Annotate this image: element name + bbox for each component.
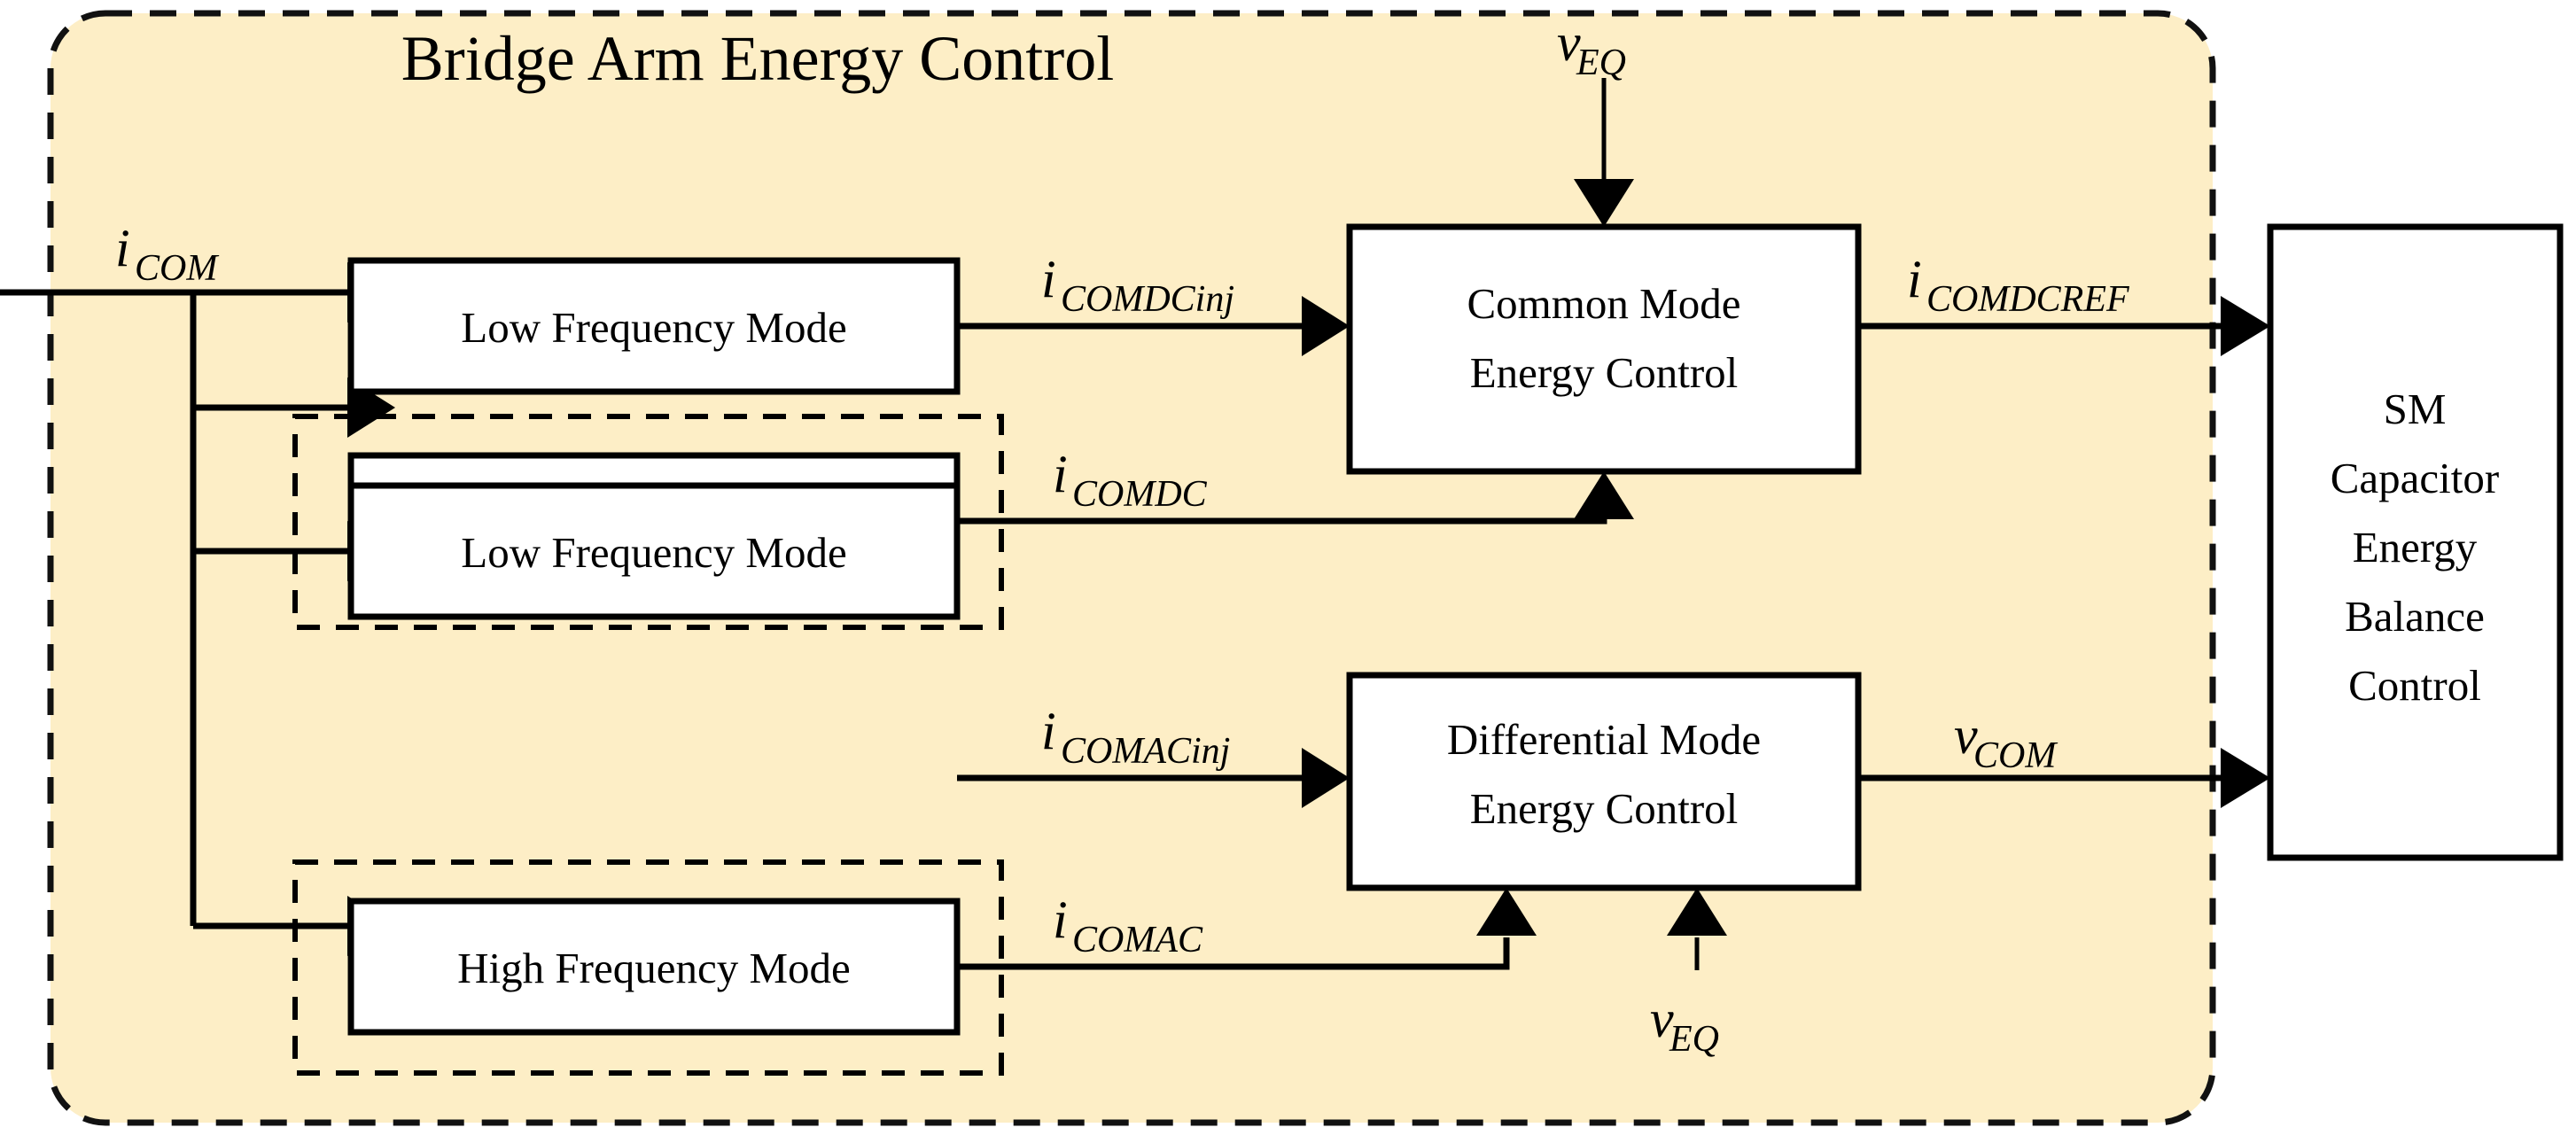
arrowhead-veq-into-common-mode: [1574, 179, 1634, 227]
signal-label-i-comacinj: i COMACinj: [1041, 702, 1230, 772]
signal-i-comdcref-sub: COMDCREF: [1926, 279, 2129, 320]
signal-label-v-eq-top: v EQ: [1557, 13, 1626, 83]
block-differential-mode-line2: Energy Control: [1470, 784, 1739, 833]
signal-i-comac-sub: COMAC: [1072, 920, 1203, 960]
wire-icomac: [957, 937, 1510, 970]
block-high-frequency-mode-bottom[interactable]: [347, 898, 961, 1036]
signal-i-comacinj-sub: COMACinj: [1061, 731, 1230, 772]
signal-i-comacinj-base: i: [1041, 702, 1056, 760]
signal-label-i-comac: i COMAC: [1053, 890, 1203, 960]
signal-label-i-com: i COM: [115, 219, 219, 289]
block-low-frequency-mode-top[interactable]: [347, 257, 961, 395]
signal-i-comdc-sub: COMDC: [1072, 474, 1208, 515]
signal-v-com-base: v: [1954, 706, 1978, 765]
signal-i-comdcinj-sub: COMDCinj: [1061, 279, 1234, 320]
signal-label-v-eq-bottom: v EQ: [1650, 990, 1719, 1060]
signal-label-i-comdc: i COMDC: [1053, 445, 1208, 515]
signal-i-com-sub: COM: [135, 248, 219, 289]
signal-label-i-comdcref: i COMDCREF: [1907, 250, 2129, 320]
high-freq-bottom-dashed-enclosure: [292, 859, 1004, 1076]
block-differential-mode-energy-control[interactable]: [1346, 672, 1862, 891]
block-sm-balance-line1: SM: [2384, 385, 2447, 433]
block-differential-mode-line1: Differential Mode: [1447, 715, 1761, 764]
signal-i-comac-base: i: [1053, 890, 1068, 949]
arrowhead-into-sm-balance-top: [2221, 296, 2270, 356]
signal-v-eq-bottom-base: v: [1650, 990, 1674, 1048]
block-high-frequency-mode-bottom-label: High Frequency Mode: [457, 944, 851, 992]
arrowhead-into-differential-mode-left: [1302, 748, 1350, 808]
block-low-frequency-mode-bottom-label: Low Frequency Mode: [461, 528, 846, 577]
signal-i-comdcref-base: i: [1907, 250, 1922, 308]
signal-v-eq-bottom-sub: EQ: [1669, 1019, 1719, 1060]
arrowhead-into-common-mode-bottom: [1574, 471, 1634, 519]
block-sm-balance-line5: Control: [2348, 661, 2481, 710]
arrowhead-veq-into-differential-mode: [1667, 888, 1727, 936]
signal-i-comdcinj-base: i: [1041, 250, 1056, 308]
arrowhead-into-differential-mode-bottom-left: [1476, 888, 1537, 936]
block-sm-balance-line4: Balance: [2345, 592, 2485, 641]
signal-label-v-com: v COM: [1954, 706, 2058, 776]
high-freq-top-dashed-enclosure: [292, 414, 1004, 630]
block-common-mode-line2: Energy Control: [1470, 348, 1739, 397]
signal-i-com-base: i: [115, 219, 130, 277]
block-common-mode-line1: Common Mode: [1467, 279, 1741, 328]
signal-v-eq-top-sub: EQ: [1576, 43, 1626, 83]
signal-v-eq-top-base: v: [1557, 13, 1581, 72]
block-sm-capacitor-energy-balance-control[interactable]: [2267, 223, 2564, 861]
signal-i-comdc-base: i: [1053, 445, 1068, 503]
block-low-frequency-mode-bottom-final[interactable]: [347, 482, 961, 620]
signal-label-i-comdcinj: i COMDCinj: [1041, 250, 1234, 320]
block-low-frequency-mode-top-label: Low Frequency Mode: [461, 303, 846, 352]
block-sm-balance-line3: Energy: [2353, 523, 2478, 572]
panel-title: Bridge Arm Energy Control: [401, 23, 1115, 94]
arrowhead-into-sm-balance-bottom: [2221, 748, 2270, 808]
block-common-mode-energy-control[interactable]: [1346, 223, 1862, 475]
signal-v-com-sub: COM: [1973, 735, 2058, 776]
block-sm-balance-line2: Capacitor: [2331, 454, 2499, 502]
arrowhead-into-common-mode-left: [1302, 296, 1350, 356]
